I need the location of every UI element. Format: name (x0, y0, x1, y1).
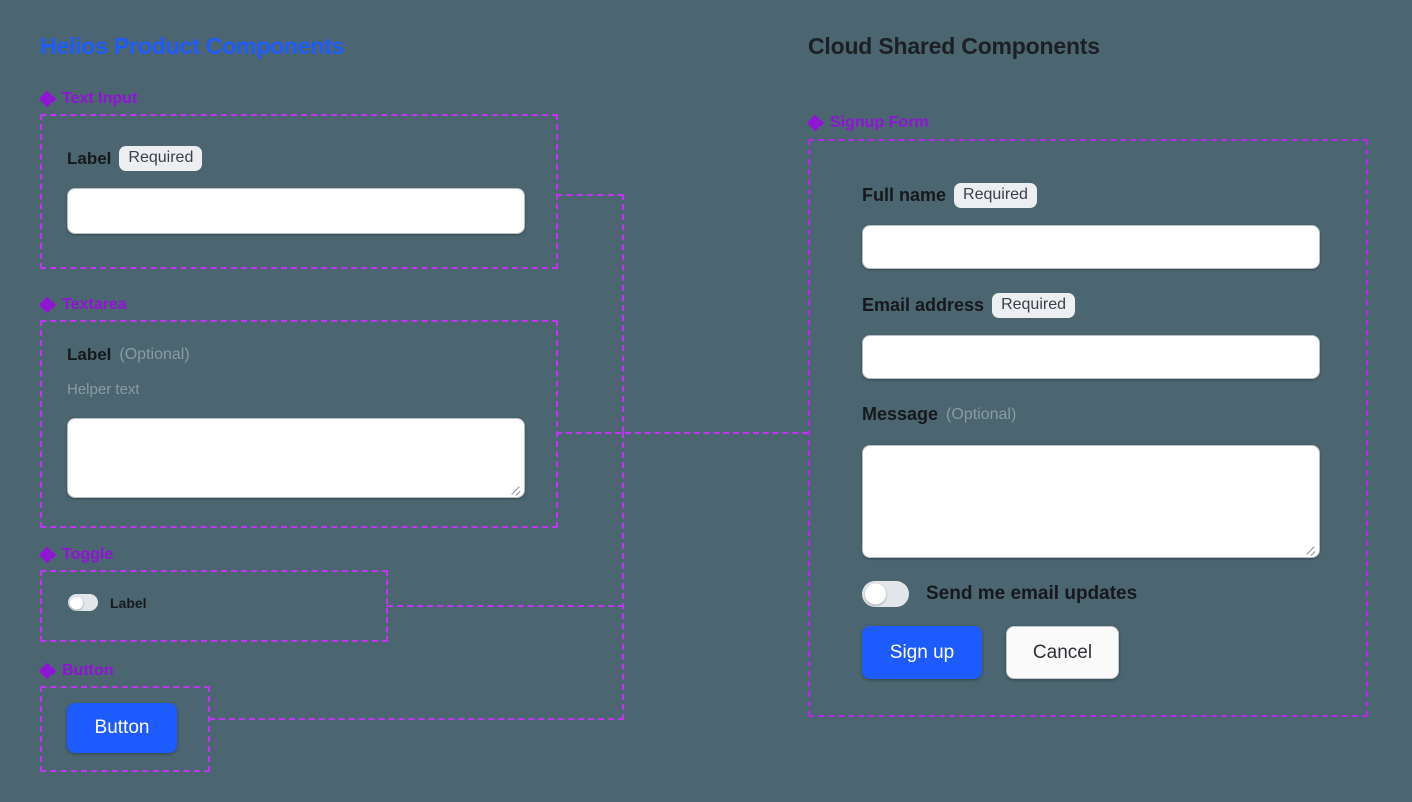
section-label-toggle: Toggle (38, 546, 114, 564)
required-badge: Required (992, 293, 1075, 318)
full-name-label: Full name (862, 185, 947, 205)
connector-toggle-h (387, 605, 624, 607)
toggle-knob (70, 596, 83, 609)
email-updates-label: Send me email updates (926, 583, 1138, 604)
cancel-button[interactable]: Cancel (1006, 626, 1119, 679)
connector-button-h (209, 718, 624, 720)
section-label-text-input: Text Input (38, 90, 138, 108)
toggle-switch[interactable] (68, 594, 98, 611)
group-box-textarea (40, 320, 558, 528)
toggle-label: Label (110, 594, 147, 611)
diamond-cluster-icon (38, 546, 57, 564)
connector-trunk-lower (622, 432, 624, 720)
message-textarea[interactable] (863, 446, 1319, 557)
demo-button[interactable]: Button (67, 703, 177, 753)
diamond-cluster-icon (806, 114, 825, 132)
text-input-label: Label (67, 148, 112, 168)
text-input-field[interactable] (67, 188, 525, 234)
required-badge: Required (119, 146, 203, 171)
section-label-signup-form: Signup Form (806, 114, 929, 132)
section-label-textarea: Textarea (38, 296, 127, 314)
toggle-row[interactable]: Label (68, 594, 147, 611)
textarea-helper-text: Helper text (67, 381, 140, 398)
textarea-field[interactable] (68, 419, 524, 497)
connector-textarea-h (556, 432, 808, 434)
required-badge: Required (954, 183, 1037, 208)
connector-text-input-h1 (556, 194, 624, 196)
section-label-text: Textarea (62, 296, 127, 313)
email-updates-toggle[interactable] (862, 581, 909, 607)
sign-up-button[interactable]: Sign up (862, 626, 982, 679)
full-name-input[interactable] (862, 225, 1320, 269)
email-updates-toggle-row[interactable]: Send me email updates (862, 581, 1137, 607)
textarea-label: Label (67, 345, 112, 364)
message-field-wrapper[interactable] (862, 445, 1320, 558)
email-label: Email address (862, 295, 985, 315)
text-input-label-row: Label Required (67, 146, 203, 171)
section-label-text: Signup Form (830, 114, 929, 131)
connector-trunk-upper (622, 194, 624, 432)
email-label-row: Email address Required (862, 293, 1075, 318)
section-label-button: Button (38, 662, 114, 680)
toggle-knob (865, 583, 886, 605)
right-panel-title: Cloud Shared Components (808, 33, 1100, 59)
diamond-cluster-icon (38, 90, 57, 108)
textarea-field-wrapper[interactable] (67, 418, 525, 498)
optional-tag: (Optional) (119, 346, 190, 363)
full-name-label-row: Full name Required (862, 183, 1037, 208)
textarea-label-row: Label (Optional) (67, 345, 190, 365)
section-label-text: Text Input (62, 90, 138, 107)
optional-tag: (Optional) (946, 405, 1017, 423)
group-box-button (40, 686, 210, 772)
diamond-cluster-icon (38, 296, 57, 314)
message-label: Message (862, 404, 939, 424)
message-label-row: Message (Optional) (862, 404, 1016, 425)
group-box-text-input (40, 114, 558, 269)
diamond-cluster-icon (38, 662, 57, 680)
left-panel-title: Helios Product Components (40, 33, 345, 59)
section-label-text: Button (62, 662, 114, 679)
email-input[interactable] (862, 335, 1320, 379)
section-label-text: Toggle (62, 546, 114, 563)
group-box-signup-form (808, 139, 1368, 717)
